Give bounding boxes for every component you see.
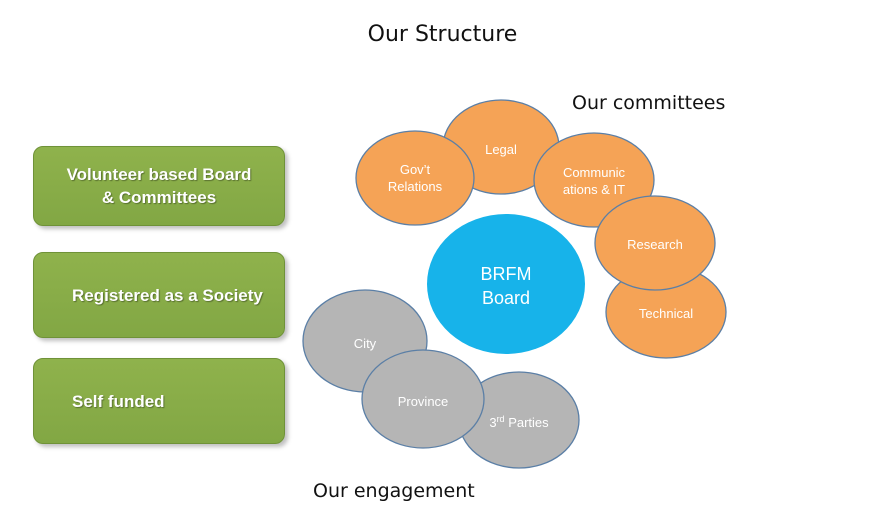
committee-research: Research bbox=[594, 195, 716, 291]
committee-govt-ellipse bbox=[355, 130, 475, 226]
committee-research-label: Research bbox=[627, 237, 683, 252]
committee-comms-label-1: Communic bbox=[563, 165, 626, 180]
board-circle bbox=[427, 214, 585, 354]
box-self-funded-label: Self funded bbox=[72, 391, 165, 411]
box-self-funded: Self funded bbox=[33, 358, 285, 444]
engagement-province: Province bbox=[361, 349, 485, 449]
engagement-province-label: Province bbox=[398, 394, 449, 409]
box-volunteer-line2: & Committees bbox=[101, 188, 217, 207]
engagement-caption: Our engagement bbox=[313, 480, 475, 502]
board: BRFM Board bbox=[427, 214, 585, 354]
engagement-third-parties-label: 3rd Parties bbox=[489, 414, 549, 430]
committee-comms-label-2: ations & IT bbox=[563, 182, 625, 197]
engagement-group: City 3rd Parties Province bbox=[302, 289, 580, 469]
committee-research-ellipse bbox=[594, 195, 716, 291]
box-volunteer-board: Volunteer based Board & Committees bbox=[33, 146, 285, 226]
committee-govt-label-1: Gov’t bbox=[400, 162, 431, 177]
board-label-1: BRFM bbox=[481, 264, 532, 284]
committee-govt-label-2: Relations bbox=[388, 179, 443, 194]
box-volunteer-line1: Volunteer based Board bbox=[66, 165, 252, 184]
engagement-city-label: City bbox=[354, 336, 377, 351]
engagement-third-parties: 3rd Parties bbox=[458, 371, 580, 469]
board-label-2: Board bbox=[482, 288, 530, 308]
committees-group: Legal Gov’t Relations Communic ations & … bbox=[355, 99, 727, 359]
box-registered-label: Registered as a Society bbox=[72, 285, 263, 305]
committee-technical-label: Technical bbox=[639, 306, 693, 321]
engagement-province-ellipse bbox=[361, 349, 485, 449]
committee-govt-relations: Gov’t Relations bbox=[355, 130, 475, 226]
committee-legal-label: Legal bbox=[485, 142, 517, 157]
box-registered-society: Registered as a Society bbox=[33, 252, 285, 338]
page-title: Our Structure bbox=[367, 22, 518, 47]
committees-caption: Our committees bbox=[572, 92, 726, 114]
